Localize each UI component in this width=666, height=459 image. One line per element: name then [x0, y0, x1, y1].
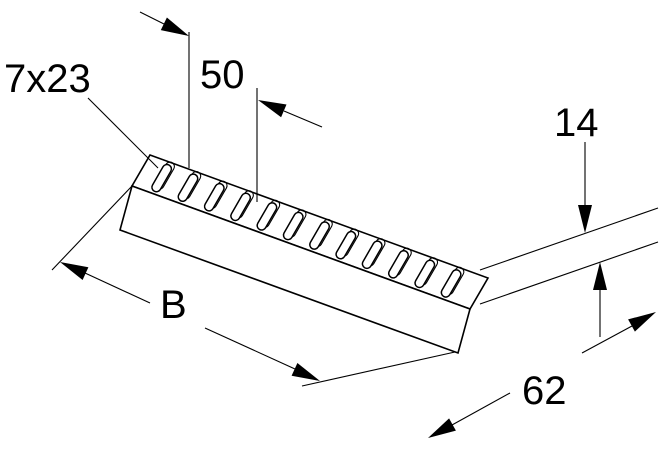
- slot-hole: [387, 249, 409, 279]
- slot-hole: [309, 221, 331, 250]
- slot-hole: [256, 202, 278, 231]
- profile-front-flange: [119, 184, 471, 355]
- slot-hole: [230, 192, 252, 222]
- extension-line: [479, 207, 659, 271]
- slot-hole: [361, 240, 383, 270]
- dim-slot-size: 7x23: [4, 57, 159, 169]
- arrowhead-icon: [428, 418, 456, 438]
- arrowhead-icon: [291, 363, 320, 381]
- dimension-line: [581, 325, 633, 354]
- width-label: 62: [522, 369, 567, 413]
- arrowhead-icon: [258, 100, 287, 118]
- slot-hole: [151, 163, 173, 193]
- leader-line: [87, 97, 159, 169]
- slot-hole: [203, 182, 225, 212]
- arrowhead-icon: [628, 312, 656, 332]
- height-label: 14: [554, 101, 599, 145]
- arrowhead-icon: [160, 17, 189, 36]
- slot-spacing-label: 50: [200, 53, 245, 97]
- slot-hole: [414, 259, 436, 289]
- length-label: B: [160, 283, 187, 327]
- dim-slot-spacing: 50: [139, 11, 323, 202]
- dimension-line: [204, 327, 296, 370]
- extension-line: [479, 241, 659, 305]
- slot-hole: [282, 211, 304, 241]
- slot-hole: [335, 230, 357, 260]
- profile-part: [119, 154, 490, 355]
- dimension-line: [84, 272, 151, 304]
- dimension-line: [283, 110, 323, 128]
- extension-line: [51, 185, 133, 271]
- dimension-line: [139, 11, 165, 25]
- dim-height: 14: [479, 101, 659, 337]
- dimension-line: [451, 392, 511, 426]
- slot-hole: [440, 269, 462, 298]
- dim-length: B: [51, 185, 456, 387]
- extension-line: [301, 351, 456, 387]
- arrowhead-icon: [578, 205, 592, 233]
- arrowhead-icon: [593, 262, 607, 290]
- dim-width: 62: [428, 312, 656, 438]
- slot-size-label: 7x23: [4, 57, 91, 101]
- slot-hole: [177, 173, 199, 203]
- slot-holes-group: [151, 161, 465, 298]
- arrowhead-icon: [60, 262, 89, 280]
